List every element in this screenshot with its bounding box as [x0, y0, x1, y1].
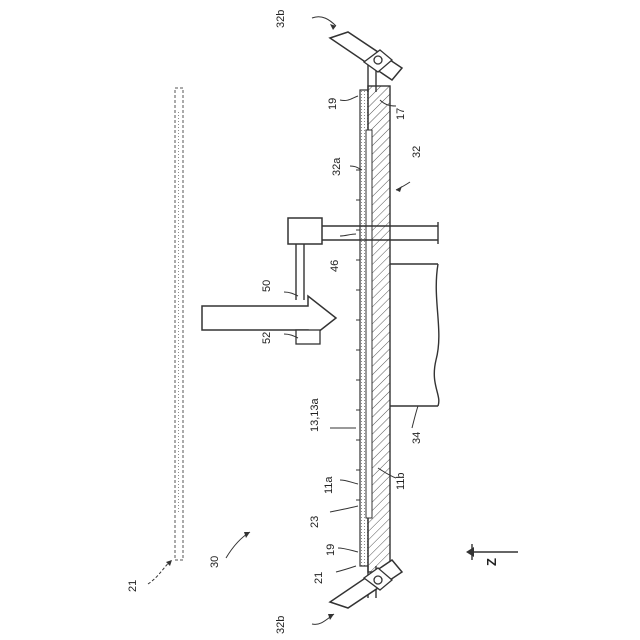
label-52: 52	[261, 332, 273, 344]
label-46: 46	[329, 260, 341, 272]
label-30: 30	[209, 556, 221, 568]
label-34: 34	[411, 432, 423, 444]
label-z-axis: Z	[484, 558, 499, 566]
label-11b: 11b	[395, 472, 407, 490]
label-32a: 32a	[331, 157, 343, 176]
label-32b-bottom: 32b	[275, 616, 287, 634]
label-19-top: 19	[327, 98, 339, 110]
label-11a: 11a	[323, 476, 335, 494]
label-21-bottom: 21	[313, 572, 325, 584]
label-13-13a: 13,13a	[309, 397, 321, 432]
wafer-layer-11	[360, 90, 372, 566]
label-19-bottom: 19	[325, 544, 337, 556]
label-23: 23	[309, 516, 321, 528]
sensor-box	[288, 218, 322, 300]
dashed-panel-21	[175, 88, 183, 560]
label-21-left: 21	[127, 580, 139, 592]
label-32: 32	[411, 146, 423, 158]
label-50: 50	[261, 280, 273, 292]
label-32b-top: 32b	[275, 10, 287, 28]
clamp-32b-top	[330, 32, 402, 80]
label-17: 17	[395, 108, 407, 120]
surface-notches	[356, 170, 360, 500]
frame-34	[390, 264, 439, 406]
clamp-32b-bottom	[330, 560, 402, 608]
z-axis-arrow	[466, 544, 518, 560]
